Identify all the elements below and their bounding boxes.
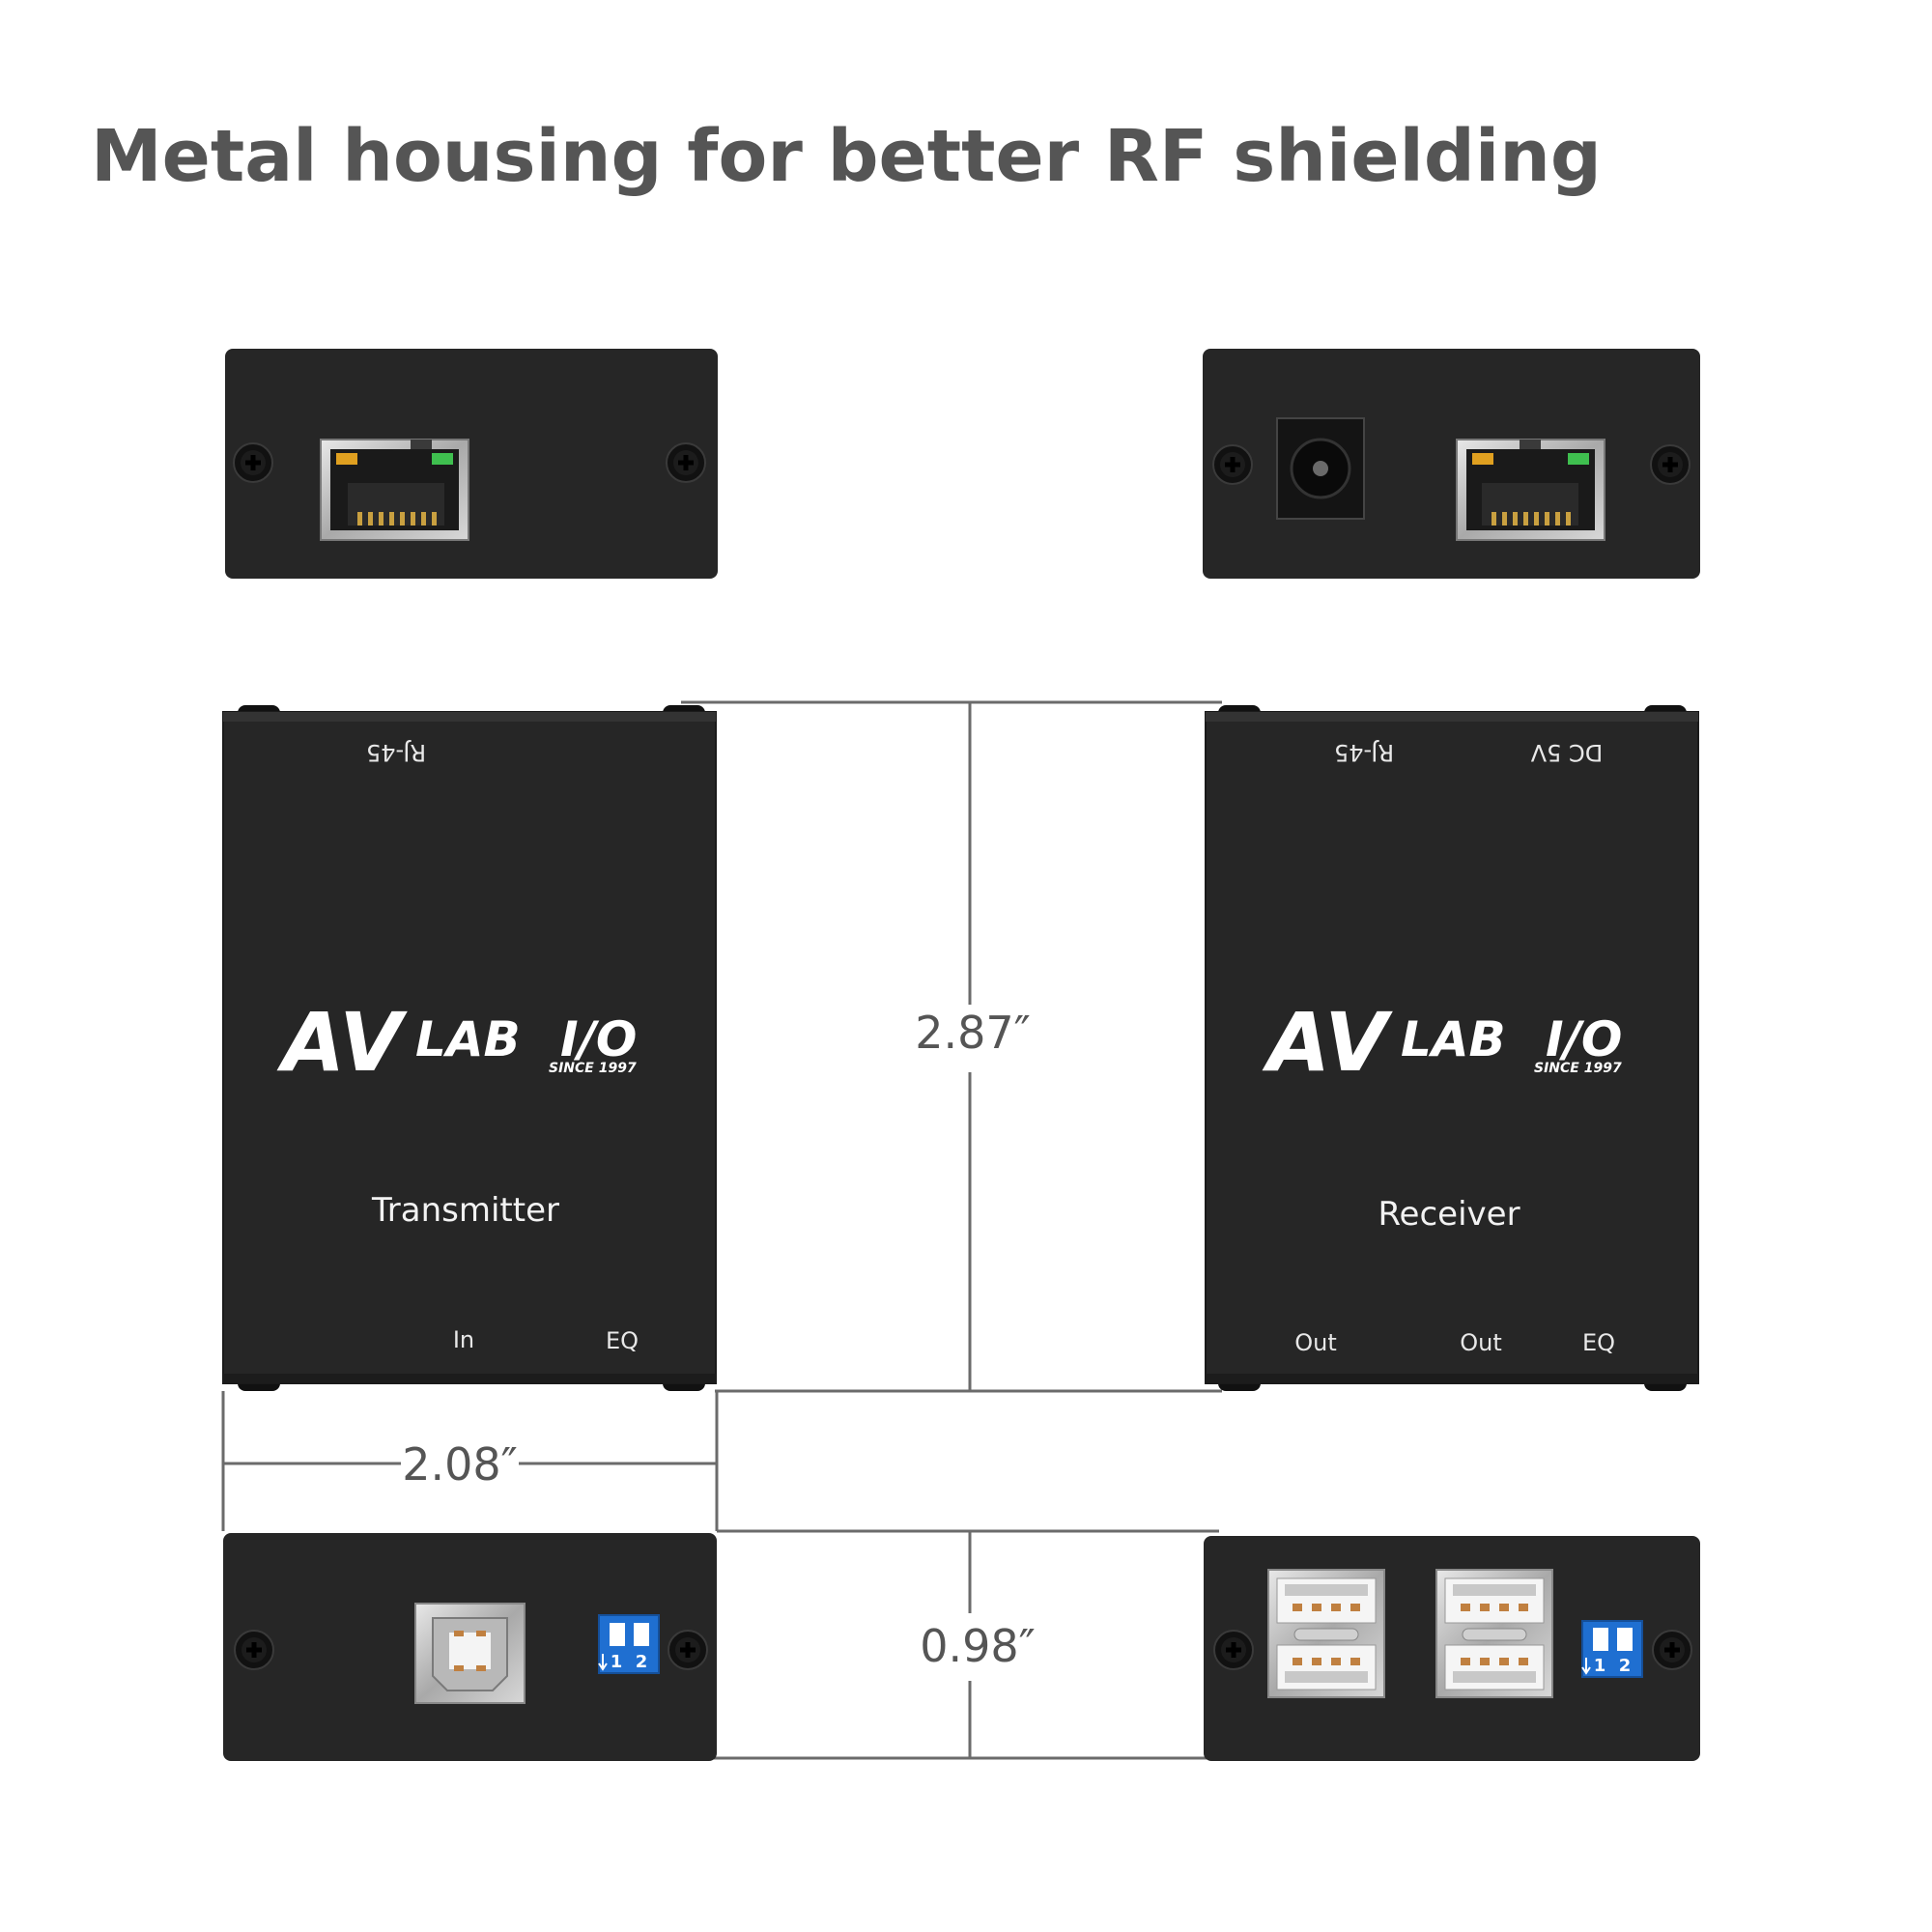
svg-text:AV: AV xyxy=(1262,995,1393,1090)
svg-text:2: 2 xyxy=(1619,1656,1632,1676)
dip-switch-icon: 1 2 xyxy=(598,1614,660,1674)
depth-dimension-label: 0.98″ xyxy=(920,1620,1036,1672)
usb-a-dual-port-icon xyxy=(1435,1569,1553,1698)
svg-text:1: 1 xyxy=(611,1652,623,1672)
page-title: Metal housing for better RF shielding xyxy=(91,115,1602,198)
dimension-lines xyxy=(221,700,1222,1760)
svg-text:SINCE 1997: SINCE 1997 xyxy=(549,1061,637,1076)
screw-icon xyxy=(1652,1630,1692,1670)
avlab-logo: AV LAB I/O SINCE 1997 xyxy=(1011,995,1622,1090)
dc-power-jack-icon xyxy=(1276,417,1365,520)
screw-icon xyxy=(1212,444,1253,485)
width-dimension-label: 2.08″ xyxy=(402,1438,518,1491)
rj45-port-icon xyxy=(1456,439,1605,541)
screw-icon xyxy=(233,442,273,483)
height-dimension-label: 2.87″ xyxy=(915,1007,1031,1059)
dip-switch-icon: 1 2 xyxy=(1581,1620,1643,1678)
screw-icon xyxy=(1650,444,1690,485)
receiver-top-panel xyxy=(1203,349,1700,579)
transmitter-bottom-panel: 1 2 xyxy=(223,1533,717,1761)
transmitter-top-panel xyxy=(225,349,718,579)
eq-label: EQ xyxy=(606,1327,639,1354)
avlab-logo: AV LAB I/O SINCE 1997 xyxy=(26,995,637,1090)
screw-icon xyxy=(666,442,706,483)
svg-text:I/O: I/O xyxy=(560,1011,637,1067)
usb-out-label-1: Out xyxy=(1294,1329,1337,1356)
svg-text:LAB: LAB xyxy=(1401,1011,1506,1067)
usb-a-dual-port-icon xyxy=(1267,1569,1385,1698)
svg-text:AV: AV xyxy=(276,995,408,1090)
svg-text:LAB: LAB xyxy=(415,1011,521,1067)
usb-in-label: In xyxy=(453,1326,474,1353)
usb-b-port-icon xyxy=(414,1603,526,1704)
receiver-body: RJ-45 DC 5V AV LAB I/O SINCE 1997 Receiv… xyxy=(1011,705,1699,1391)
eq-label: EQ xyxy=(1582,1329,1615,1356)
svg-text:I/O: I/O xyxy=(1546,1011,1622,1067)
screw-icon xyxy=(1213,1630,1254,1670)
transmitter-body: RJ-45 AV LAB I/O SINCE 1997 Transmitter … xyxy=(26,705,717,1391)
rj45-port-icon xyxy=(320,439,469,541)
rj45-label: RJ-45 xyxy=(366,739,426,766)
svg-text:SINCE 1997: SINCE 1997 xyxy=(1534,1061,1622,1076)
svg-text:2: 2 xyxy=(636,1652,648,1672)
usb-out-label-2: Out xyxy=(1460,1329,1502,1356)
screw-icon xyxy=(234,1630,274,1670)
screw-icon xyxy=(668,1630,708,1670)
receiver-name: Receiver xyxy=(1378,1195,1520,1234)
rj45-label: RJ-45 xyxy=(1334,739,1394,766)
transmitter-name: Transmitter xyxy=(371,1191,559,1230)
receiver-bottom-panel: 1 2 xyxy=(1204,1536,1700,1761)
svg-text:1: 1 xyxy=(1594,1656,1606,1676)
dc-5v-label: DC 5V xyxy=(1530,739,1603,766)
